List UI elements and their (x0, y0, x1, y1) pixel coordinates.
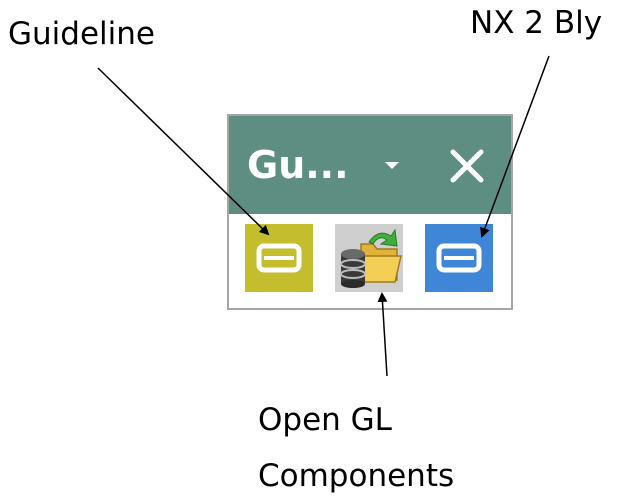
opengl-callout-line1: Open GL (258, 402, 392, 438)
nx2bly-leader-line (480, 55, 550, 238)
panel-title: Gu... (247, 143, 349, 187)
open-gl-components-button[interactable] (335, 224, 403, 292)
panel-titlebar[interactable]: Gu... (229, 116, 511, 214)
toolbar-panel: Gu... (227, 114, 513, 310)
opengl-leader-line (377, 292, 388, 377)
opengl-components-callout-label: Open GL Components (258, 392, 454, 504)
close-icon (450, 149, 484, 183)
guideline-callout-label: Guideline (8, 16, 155, 52)
panel-close-button[interactable] (447, 146, 487, 186)
nx2bly-callout-label: NX 2 Bly (470, 5, 603, 41)
opengl-callout-line2: Components (258, 458, 455, 494)
chevron-down-icon (385, 162, 399, 169)
guideline-leader-line (97, 67, 270, 236)
b-logo-icon (245, 224, 313, 292)
panel-menu-dropdown-button[interactable] (379, 152, 405, 178)
guideline-button[interactable] (245, 224, 313, 292)
open-folder-database-icon (335, 224, 403, 292)
